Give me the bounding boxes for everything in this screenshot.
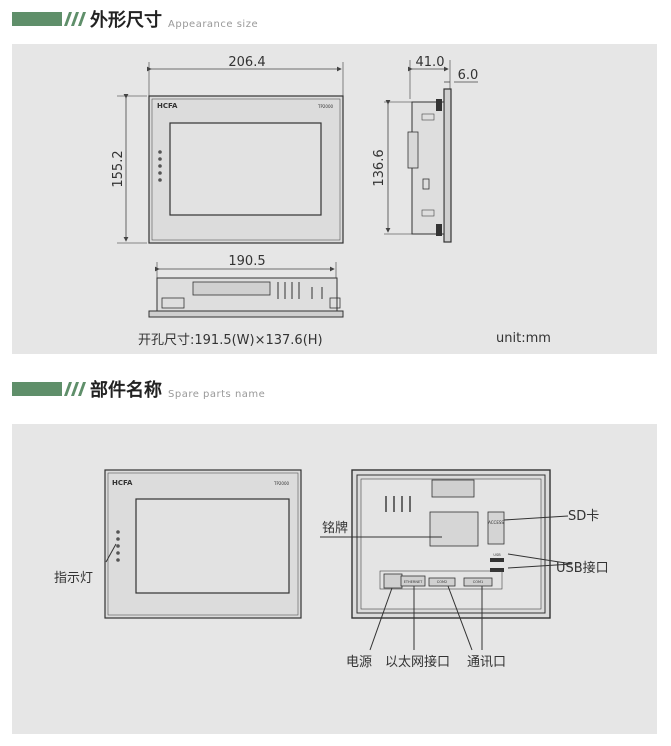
- section-header-appearance: 外形尺寸 Appearance size: [12, 6, 258, 32]
- front-model-label: TP2000: [317, 104, 333, 109]
- side-bezel: [443, 88, 452, 243]
- label-indicator: 指示灯: [54, 571, 93, 586]
- usb-port-2: [490, 568, 504, 572]
- section-subtitle: Appearance size: [168, 19, 259, 30]
- front-screen: [169, 122, 322, 216]
- dim-height-label: 155.2: [111, 150, 126, 187]
- port-ethernet-label: ETHERNET: [404, 580, 423, 584]
- section-title: 外形尺寸: [90, 10, 162, 31]
- dimension-drawing: 206.4 155.2 HCFA TP2000 41.0 6.0: [111, 55, 551, 348]
- section-subtitle: Spare parts name: [168, 389, 266, 400]
- parts-brand-label: HCFA: [112, 479, 133, 487]
- dim-width-label: 206.4: [228, 55, 265, 70]
- ethernet-port: [400, 575, 426, 587]
- side-view: 41.0 6.0 136.6: [372, 55, 479, 243]
- unit-text: unit:mm: [496, 331, 551, 346]
- front-brand-label: HCFA: [157, 102, 178, 110]
- header-accent-bar: [12, 12, 86, 26]
- dim-depth-label: 41.0: [416, 55, 445, 70]
- nameplate-sticker: [429, 511, 479, 547]
- port-access-label: ACCESS: [488, 520, 504, 525]
- front-view: 206.4 155.2 HCFA TP2000: [111, 55, 344, 244]
- slash-decoration-icon: [64, 382, 86, 396]
- parts-back-device: ACCESS USB ETHERNET COM2 COM1: [351, 469, 551, 619]
- parts-panel: HCFA TP2000 指示灯 ACCESS USB: [12, 424, 657, 734]
- label-nameplate: 铭牌: [322, 520, 348, 536]
- usb-port-1: [490, 558, 504, 562]
- bottom-view: 190.5: [148, 254, 344, 318]
- parts-drawing: HCFA TP2000 指示灯 ACCESS USB: [54, 469, 609, 670]
- dim-side-height-label: 136.6: [372, 149, 387, 186]
- label-comm: 通讯口: [467, 655, 506, 670]
- front-led-indicators: [158, 150, 162, 182]
- label-power: 电源: [346, 655, 372, 670]
- port-com1-label: COM1: [473, 580, 483, 584]
- label-ethernet: 以太网接口: [385, 654, 450, 670]
- slash-decoration-icon: [64, 12, 86, 26]
- parts-front-device: HCFA TP2000: [104, 469, 302, 619]
- dim-bezel-label: 6.0: [458, 68, 479, 83]
- port-usb-label: USB: [493, 553, 501, 557]
- section-title: 部件名称: [90, 380, 162, 401]
- dim-bottom-width-label: 190.5: [228, 254, 265, 269]
- section-header-parts: 部件名称 Spare parts name: [12, 376, 265, 402]
- port-com2-label: COM2: [437, 580, 447, 584]
- power-port: [383, 573, 403, 589]
- cutout-size-text: 开孔尺寸:191.5(W)×137.6(H): [138, 333, 323, 348]
- label-usb: USB接口: [556, 560, 609, 576]
- parts-model-label: TP2000: [273, 481, 289, 486]
- label-sd: SD卡: [568, 509, 599, 524]
- com2-port: [428, 577, 456, 587]
- parts-led-indicators: [116, 530, 120, 562]
- com1-port: [463, 577, 493, 587]
- appearance-panel: 206.4 155.2 HCFA TP2000 41.0 6.0: [12, 44, 657, 354]
- header-accent-bar: [12, 382, 86, 396]
- sd-slot: [487, 511, 505, 545]
